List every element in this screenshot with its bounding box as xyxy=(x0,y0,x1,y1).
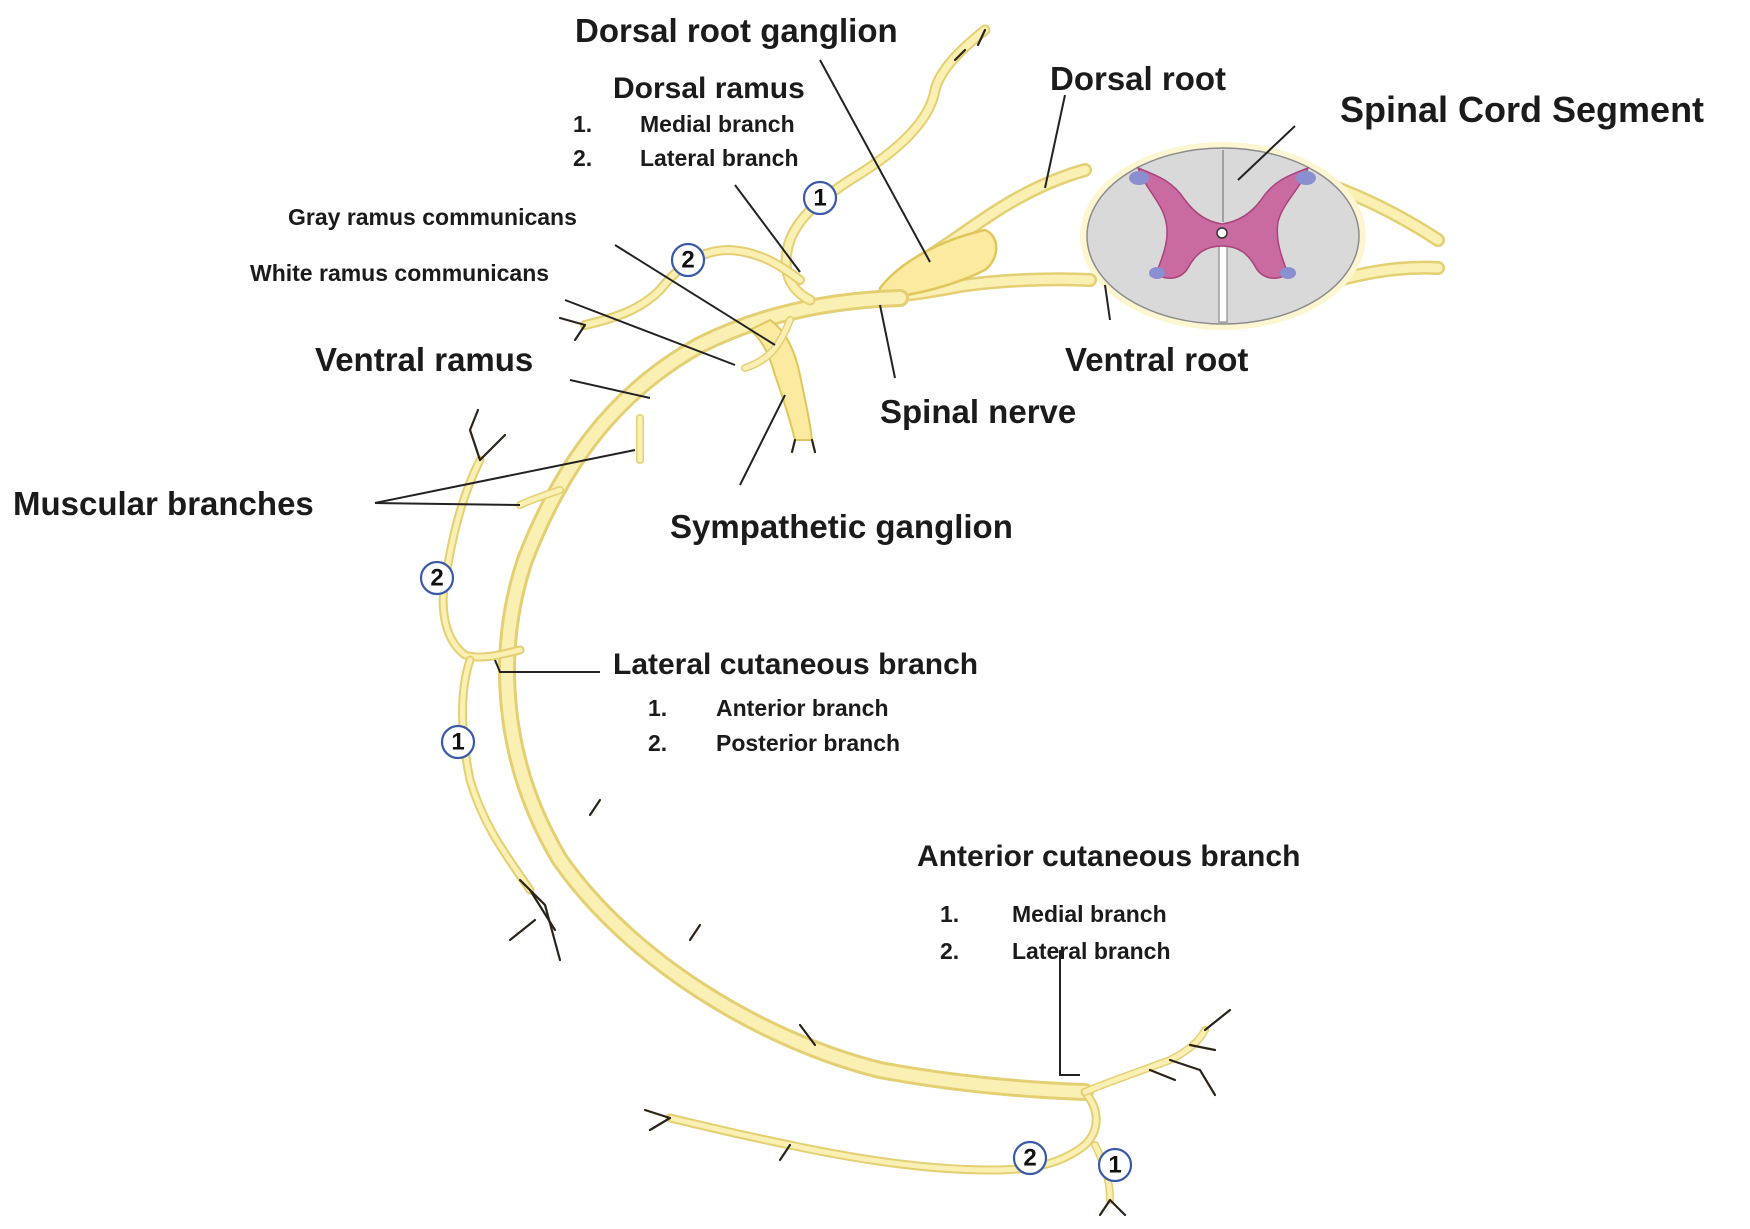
dorsal-ramus-item-1-num: 1. xyxy=(573,113,592,136)
lateral-cutaneous-item-2-text: Posterior branch xyxy=(716,732,900,755)
badge-anterior-2: 2 xyxy=(1014,1142,1046,1174)
label-spinal-cord-segment: Spinal Cord Segment xyxy=(1340,92,1704,128)
label-ventral-root: Ventral root xyxy=(1065,343,1248,376)
lateral-cutaneous-item-1-num: 1. xyxy=(648,697,667,720)
badge-lateral-1: 1 xyxy=(442,726,474,758)
spinal-cord-segment-drawing xyxy=(1080,142,1438,330)
label-white-ramus: White ramus communicans xyxy=(250,262,549,285)
label-ventral-ramus: Ventral ramus xyxy=(315,343,533,376)
svg-text:2: 2 xyxy=(430,565,443,592)
badge-lateral-2: 2 xyxy=(421,562,453,594)
label-dorsal-root-ganglion: Dorsal root ganglion xyxy=(575,14,898,47)
label-anterior-cutaneous: Anterior cutaneous branch xyxy=(917,842,1300,872)
label-dorsal-root: Dorsal root xyxy=(1050,62,1226,95)
lateral-cutaneous-item-1-text: Anterior branch xyxy=(716,697,889,720)
dorsal-ramus-item-2-text: Lateral branch xyxy=(640,147,799,170)
dorsal-ramus-item-2-num: 2. xyxy=(573,147,592,170)
label-muscular-branches: Muscular branches xyxy=(13,487,314,520)
svg-text:2: 2 xyxy=(1023,1145,1036,1172)
label-spinal-nerve: Spinal nerve xyxy=(880,395,1076,428)
dorsal-ramus-item-1-text: Medial branch xyxy=(640,113,795,136)
badge-anterior-1: 1 xyxy=(1099,1149,1131,1181)
anterior-cutaneous-item-1-num: 1. xyxy=(940,903,959,926)
lateral-cutaneous-item-2-num: 2. xyxy=(648,732,667,755)
label-dorsal-ramus: Dorsal ramus xyxy=(613,74,805,104)
svg-text:1: 1 xyxy=(1108,1152,1121,1179)
svg-text:1: 1 xyxy=(813,185,826,212)
label-sympathetic-ganglion: Sympathetic ganglion xyxy=(670,510,1013,543)
anterior-cutaneous-item-2-num: 2. xyxy=(940,940,959,963)
label-lateral-cutaneous: Lateral cutaneous branch xyxy=(613,650,978,680)
anterior-cutaneous-item-2-text: Lateral branch xyxy=(1012,940,1171,963)
badge-dorsal-1: 1 xyxy=(804,182,836,214)
badge-dorsal-2: 2 xyxy=(672,244,704,276)
label-gray-ramus: Gray ramus communicans xyxy=(288,206,577,229)
svg-text:1: 1 xyxy=(451,729,464,756)
svg-text:2: 2 xyxy=(681,247,694,274)
anterior-cutaneous-item-1-text: Medial branch xyxy=(1012,903,1167,926)
